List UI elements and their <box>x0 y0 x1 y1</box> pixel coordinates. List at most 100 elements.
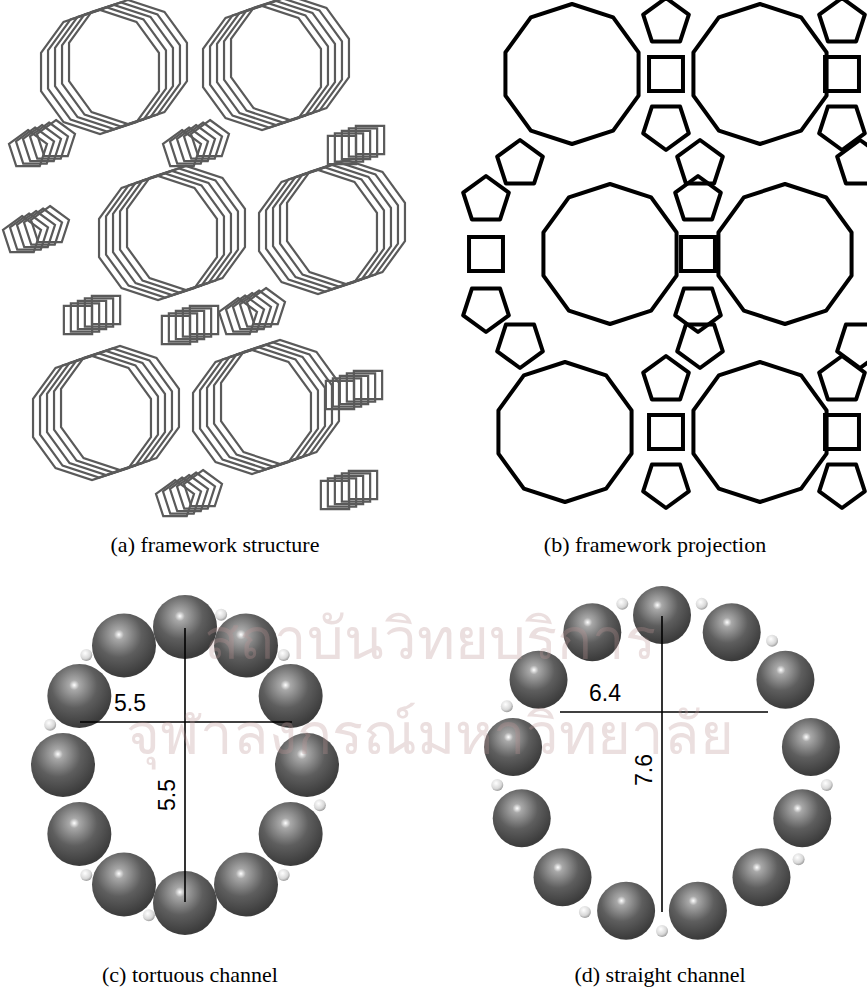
five-ring <box>819 356 865 399</box>
figure-caption: (d) straight channel <box>574 963 745 987</box>
framework-ring <box>54 349 172 473</box>
framework-ring <box>347 373 375 401</box>
oxygen-atom <box>143 909 155 921</box>
four-ring <box>649 415 683 449</box>
ten-ring <box>505 4 638 144</box>
framework-ring <box>48 8 166 132</box>
framework-ring <box>85 298 113 326</box>
four-ring <box>649 57 683 91</box>
ten-ring <box>498 362 631 502</box>
framework-ring <box>190 306 218 334</box>
framework-ring <box>30 123 68 159</box>
watermark: จุฬาลงกรณ์มหาวิทยาลัย <box>126 703 734 767</box>
framework-ring <box>214 343 332 467</box>
four-ring <box>825 57 859 91</box>
framework-atom <box>534 848 592 906</box>
framework-atom <box>493 789 551 847</box>
oxygen-atom <box>44 719 56 731</box>
oxygen-atom <box>491 779 503 791</box>
framework-ring <box>354 371 382 399</box>
ten-ring <box>693 4 826 144</box>
framework-ring <box>280 163 398 287</box>
framework-atom <box>703 603 761 661</box>
framework-projection <box>463 0 867 508</box>
oxygen-atom <box>579 906 591 918</box>
framework-ring <box>24 209 62 245</box>
five-ring <box>819 465 865 508</box>
framework-ring <box>106 174 224 298</box>
figure-caption: (a) framework structure <box>111 533 320 557</box>
framework-ring <box>37 120 75 156</box>
oxygen-atom <box>793 853 805 865</box>
framework-atom <box>47 664 111 728</box>
oxygen-atom <box>278 869 290 881</box>
framework-ring <box>231 0 349 120</box>
framework-ring <box>356 126 384 154</box>
five-ring <box>643 465 689 508</box>
five-ring <box>677 140 723 183</box>
framework-ring <box>184 470 222 506</box>
framework-ring <box>266 168 384 292</box>
framework-ring <box>92 296 120 324</box>
framework-ring <box>40 354 158 478</box>
five-ring <box>643 356 689 399</box>
five-ring <box>643 107 689 150</box>
framework-ring <box>183 308 211 336</box>
framework-atom <box>31 733 95 797</box>
framework-atom <box>756 651 814 709</box>
framework-ring <box>177 473 215 509</box>
framework-ring <box>287 160 405 284</box>
four-ring <box>469 237 503 271</box>
oxygen-atom <box>80 649 92 661</box>
five-ring <box>643 0 689 41</box>
oxygen-atom <box>696 598 708 610</box>
framework-ring <box>127 166 245 290</box>
framework-ring <box>207 345 325 469</box>
framework-ring <box>247 288 285 324</box>
dimension-label: 5.5 <box>155 777 180 813</box>
five-ring <box>497 325 543 368</box>
oxygen-atom <box>80 869 92 881</box>
framework-ring <box>210 4 328 128</box>
ten-ring <box>718 184 851 324</box>
framework-ring <box>217 1 335 125</box>
framework-atom <box>732 848 790 906</box>
five-ring <box>677 325 723 368</box>
oxygen-atom <box>314 799 326 811</box>
framework-ring <box>221 340 339 464</box>
oxygen-atom <box>766 635 778 647</box>
five-ring <box>819 0 865 41</box>
framework-atom <box>92 853 156 917</box>
framework-ring <box>113 171 231 295</box>
five-ring <box>463 176 509 219</box>
framework-ring <box>224 0 342 123</box>
framework-ring <box>273 165 391 289</box>
framework-structure <box>3 0 405 516</box>
framework-ring <box>62 3 180 127</box>
framework-ring <box>342 473 370 501</box>
framework-atom <box>773 789 831 847</box>
five-ring <box>463 289 509 332</box>
watermark: สถาบันวิทยบริการ <box>204 608 656 672</box>
five-ring <box>837 325 867 368</box>
framework-ring <box>47 351 165 475</box>
framework-atom <box>597 882 655 940</box>
figure-caption: (c) tortuous channel <box>102 963 278 987</box>
framework-ring <box>191 120 229 156</box>
framework-ring <box>69 0 187 124</box>
framework-atom <box>47 802 111 866</box>
four-ring <box>681 237 715 271</box>
framework-atom <box>782 718 840 776</box>
ten-ring <box>693 362 826 502</box>
framework-ring <box>200 348 318 472</box>
framework-atom <box>214 853 278 917</box>
four-ring <box>825 415 859 449</box>
framework-atom <box>259 802 323 866</box>
framework-ring <box>349 471 377 499</box>
ten-ring <box>543 184 676 324</box>
figure-caption: (b) framework projection <box>544 533 766 557</box>
framework-ring <box>349 128 377 156</box>
framework-ring <box>31 206 69 242</box>
framework-ring <box>120 169 238 293</box>
